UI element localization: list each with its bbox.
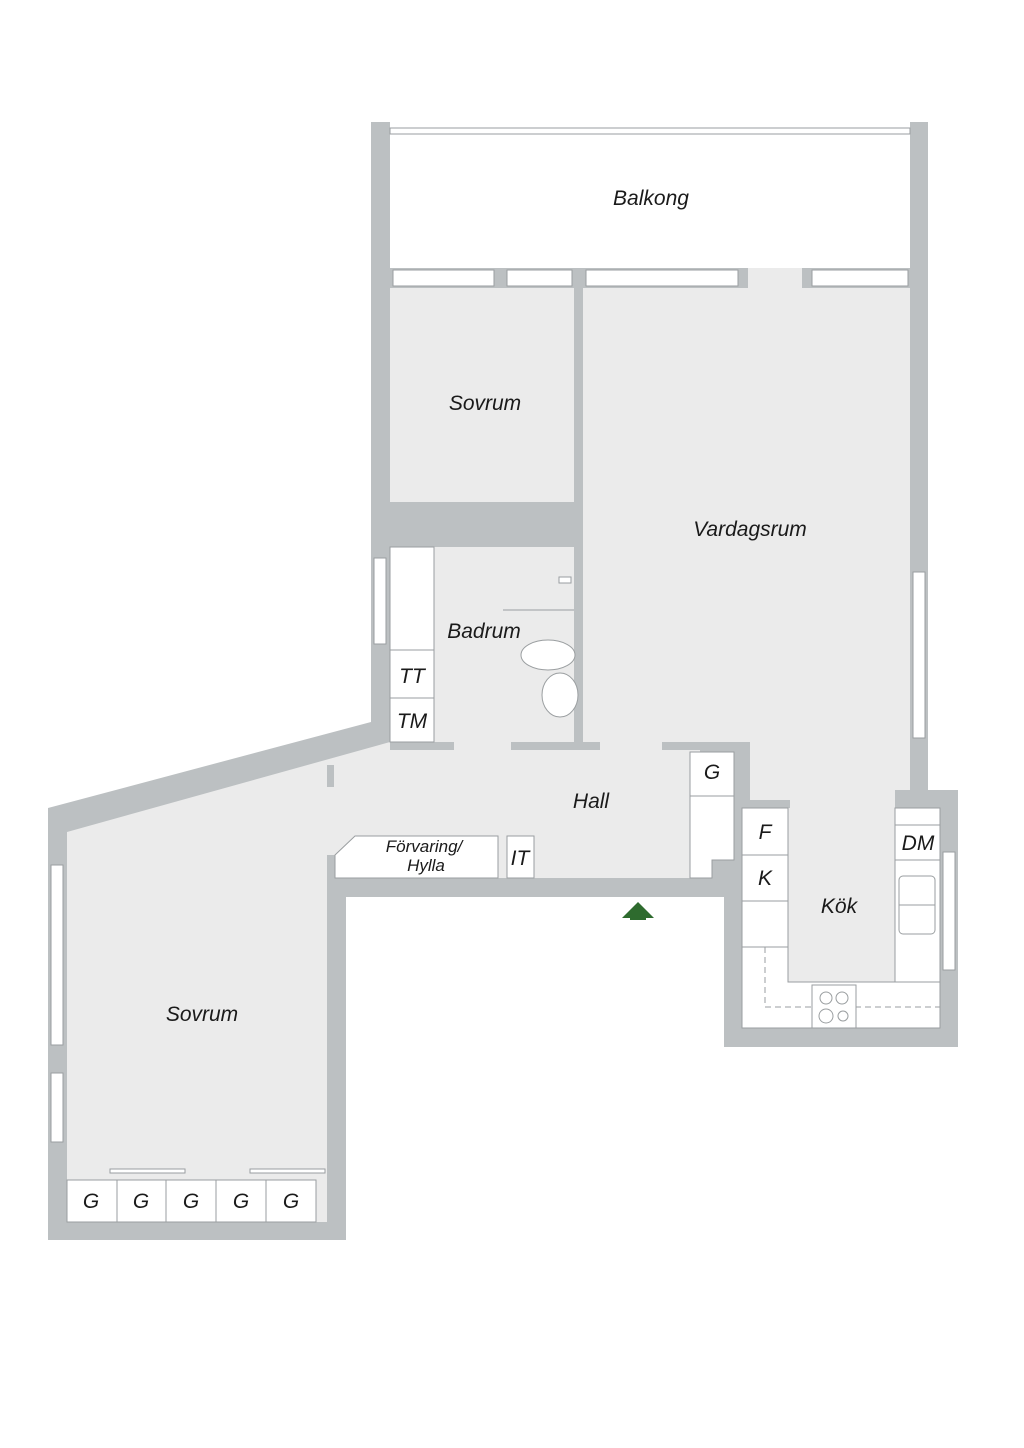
shower-head-icon — [558, 576, 572, 584]
room-label-kitchen: Kök — [821, 895, 859, 918]
window — [50, 864, 64, 1046]
label-washing-machine: TM — [397, 710, 428, 733]
window — [50, 1072, 64, 1143]
window — [942, 851, 956, 971]
balcony-windows — [392, 268, 909, 288]
label-hall-wardrobe: G — [704, 761, 720, 784]
wall — [390, 742, 454, 750]
bathroom-cabinet — [389, 546, 435, 651]
living-room-floor — [583, 288, 910, 982]
bedroom-wardrobes — [66, 1168, 326, 1223]
window — [373, 557, 387, 645]
wall — [327, 765, 334, 787]
room-label-hall: Hall — [573, 790, 611, 813]
room-label-bedroom-top: Sovrum — [449, 392, 521, 415]
freezer — [741, 807, 789, 856]
label-wardrobe: G — [83, 1190, 99, 1213]
wall — [327, 855, 335, 1222]
label-storage-line1: Förvaring/ — [386, 837, 465, 856]
sink-icon — [541, 672, 579, 718]
fridge — [741, 854, 789, 902]
label-wardrobe: G — [183, 1190, 199, 1213]
toilet-icon — [520, 639, 576, 671]
room-label-bedroom-left: Sovrum — [166, 1003, 238, 1026]
washing-machine — [389, 697, 435, 743]
wall — [574, 288, 583, 381]
wall — [335, 878, 608, 897]
kitchen-cabinet — [741, 900, 789, 948]
label-storage-line2: Hylla — [407, 856, 445, 875]
label-fridge: K — [758, 867, 773, 890]
label-wardrobe: G — [133, 1190, 149, 1213]
label-dishwasher: DM — [902, 832, 935, 855]
wall — [742, 742, 750, 808]
hall-wardrobe — [689, 751, 735, 797]
wall — [742, 800, 790, 808]
entrance-arrow-icon — [622, 902, 654, 920]
label-tumble-dryer: TT — [399, 665, 427, 688]
balcony-rail — [389, 127, 911, 135]
wall — [511, 742, 600, 750]
label-wardrobe: G — [283, 1190, 299, 1213]
wall — [662, 742, 742, 750]
wall — [668, 878, 724, 897]
bedroom-top-floor — [390, 288, 574, 502]
wall — [574, 450, 583, 750]
wall — [895, 790, 910, 808]
upper-cabinet-outline — [764, 947, 940, 1008]
hall-cabinet — [689, 795, 735, 879]
label-it-cabinet: IT — [511, 847, 532, 870]
room-label-balcony: Balkong — [613, 187, 689, 210]
stove-icon — [811, 984, 857, 1029]
balcony-area — [390, 122, 910, 268]
label-wardrobe: G — [233, 1190, 249, 1213]
it-cabinet — [506, 835, 535, 879]
label-freezer: F — [759, 821, 773, 844]
kitchen-cabinet — [894, 807, 941, 826]
room-label-living-room: Vardagsrum — [693, 518, 807, 541]
tumble-dryer — [389, 649, 435, 699]
storage-shelf — [334, 835, 499, 879]
room-label-bathroom: Badrum — [447, 620, 521, 643]
hall-floor — [67, 742, 700, 1222]
window — [912, 571, 926, 739]
